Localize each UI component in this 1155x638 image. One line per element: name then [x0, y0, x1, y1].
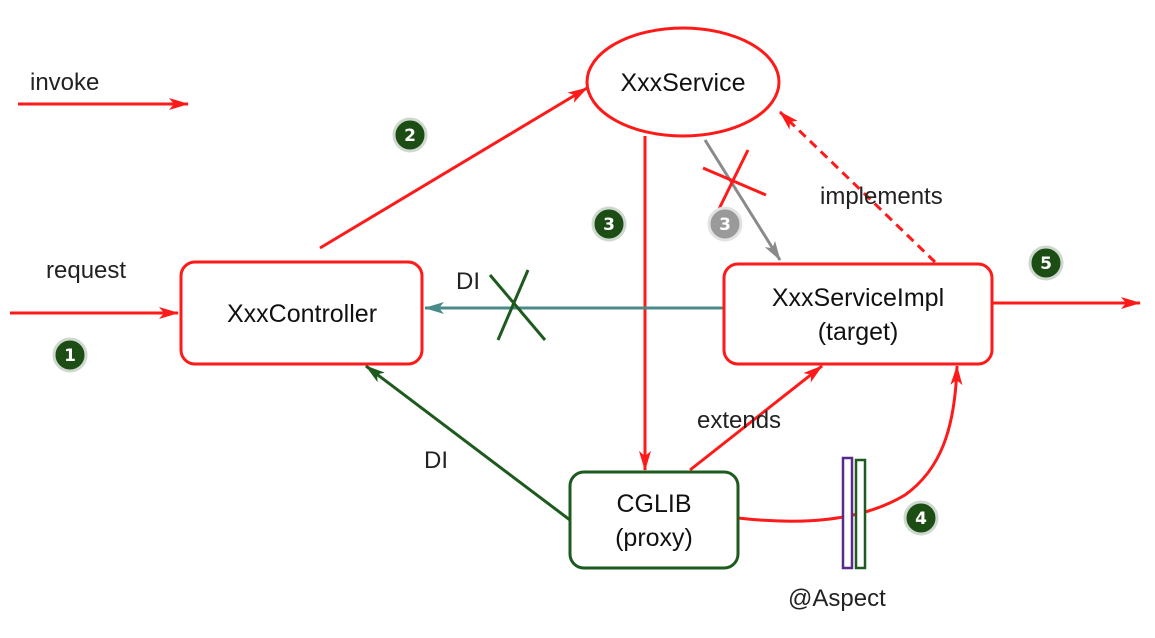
svg-text:4: 4 [915, 509, 927, 529]
blocked-cross-line-b [716, 149, 750, 212]
controller-to-service-arrow [319, 86, 588, 250]
step-badge-1: 1 [52, 337, 88, 373]
service-node: XxxService [585, 26, 781, 138]
impl-label-line1: XxxServiceImpl [772, 284, 944, 312]
di-proxy-to-controller-arrow [365, 364, 571, 522]
di-bottom-label: DI [424, 447, 448, 474]
di-top-label: DI [456, 268, 480, 295]
svg-text:1: 1 [64, 346, 76, 366]
step-badge-4: 4 [903, 500, 939, 536]
step-badge-3: 3 [591, 206, 627, 242]
aspect-bar-purple [841, 456, 854, 570]
controller-label: XxxController [227, 300, 377, 328]
implements-label: implements [820, 183, 943, 210]
legend-invoke-label: invoke [30, 69, 99, 96]
step-badge-2: 2 [392, 117, 428, 153]
extends-arrow [689, 364, 823, 472]
di-cross-line-a [488, 274, 547, 341]
service-label: XxxService [620, 69, 745, 97]
impl-node: XxxServiceImpl (target) [722, 262, 994, 366]
step-badge-5: 5 [1028, 245, 1064, 281]
step-badge-3-gray: 3 [707, 206, 743, 242]
svg-text:2: 2 [404, 126, 416, 146]
aspect-bar-green [854, 458, 867, 570]
proxy-label-line1: CGLIB [616, 490, 691, 518]
extends-label: extends [697, 407, 781, 434]
impl-label-line2: (target) [818, 318, 899, 346]
blocked-cross-line-a [702, 166, 767, 197]
aspect-label: @Aspect [788, 585, 886, 612]
di-cross-line-b [496, 269, 530, 341]
controller-node: XxxController [179, 260, 424, 366]
proxy-node: CGLIB (proxy) [568, 470, 740, 570]
svg-text:3: 3 [603, 215, 615, 235]
request-label: request [46, 257, 126, 284]
service-to-impl-blocked-arrow [703, 139, 782, 261]
proxy-to-impl-aspect-arrow [737, 365, 963, 523]
svg-text:5: 5 [1040, 254, 1052, 274]
svg-text:3: 3 [719, 215, 731, 235]
proxy-label-line2: (proxy) [615, 524, 693, 552]
implements-arrow [778, 110, 937, 264]
